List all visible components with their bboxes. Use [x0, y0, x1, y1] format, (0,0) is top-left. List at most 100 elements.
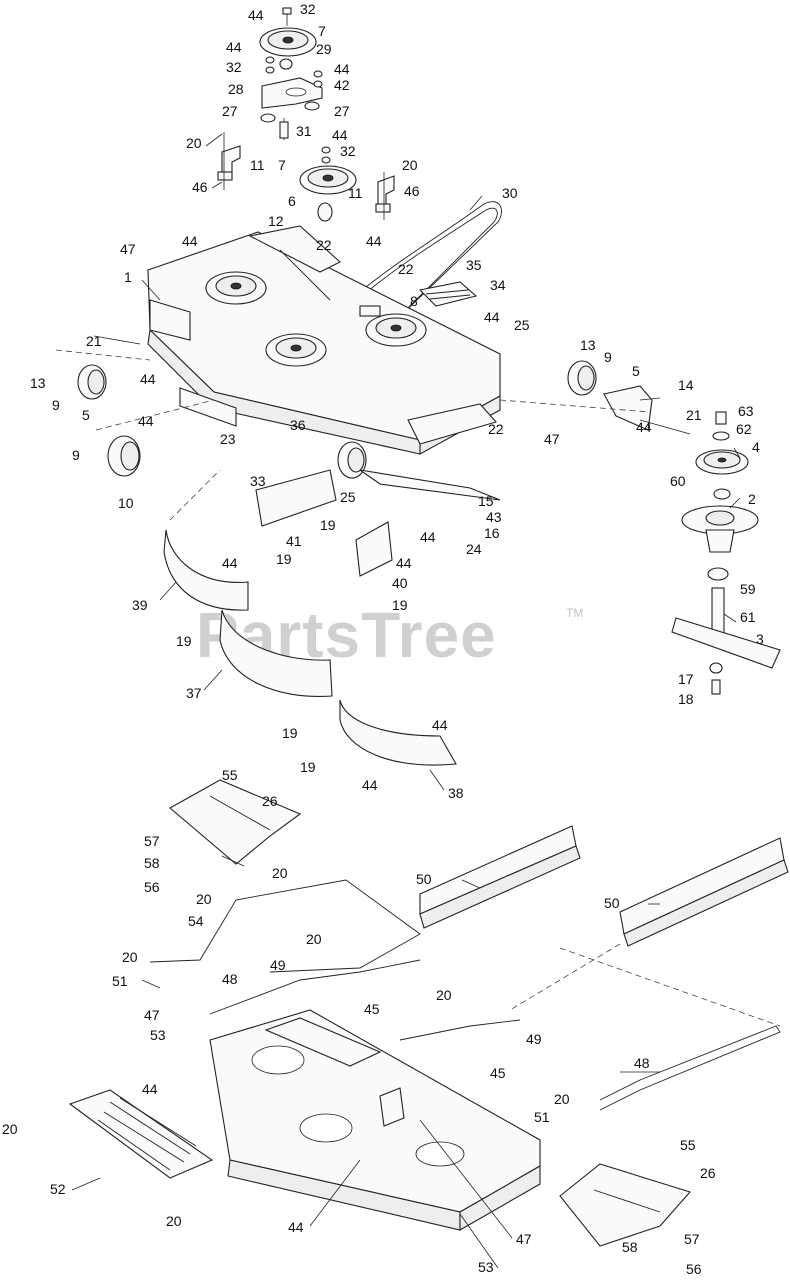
callout: 21: [686, 407, 702, 423]
callout: 44: [334, 61, 350, 77]
callout: 20: [306, 931, 322, 947]
callout: 52: [50, 1181, 66, 1197]
callout: 51: [112, 973, 128, 989]
callout: 44: [366, 233, 382, 249]
callout: 47: [516, 1231, 532, 1247]
callout: 44: [138, 413, 154, 429]
callout: 47: [144, 1007, 160, 1023]
spindle-assembly: [671, 411, 781, 695]
callout: 44: [396, 555, 412, 571]
callout: 35: [466, 257, 482, 273]
callout: 27: [334, 103, 350, 119]
callout: 51: [534, 1109, 550, 1125]
callout: 63: [738, 403, 754, 419]
callout: 48: [634, 1055, 650, 1071]
deck-brackets-and-rollers: [77, 299, 691, 501]
callout: 30: [502, 185, 518, 201]
callout: 29: [316, 41, 332, 57]
callout: 54: [188, 913, 204, 929]
callout: 47: [120, 241, 136, 257]
callout: 61: [740, 609, 756, 625]
callout: 22: [398, 261, 414, 277]
callout: 19: [176, 633, 192, 649]
callout: 22: [488, 421, 504, 437]
callout: 26: [262, 793, 278, 809]
callout: 45: [490, 1065, 506, 1081]
callout-labels: 44 32 7 44 29 32 44 42 28 27 27 31 20 44…: [2, 1, 764, 1277]
callout: 19: [276, 551, 292, 567]
callout: 11: [348, 185, 363, 201]
callout: 44: [362, 777, 378, 793]
callout: 24: [466, 541, 482, 557]
callout: 44: [226, 39, 242, 55]
callout: 41: [286, 533, 302, 549]
callout: 20: [402, 157, 418, 173]
callout: 21: [86, 333, 102, 349]
callout: 5: [632, 363, 640, 379]
callout: 32: [300, 1, 316, 17]
callout: 49: [270, 957, 286, 973]
callout: 20: [554, 1091, 570, 1107]
callout: 9: [72, 447, 80, 463]
callout: 57: [144, 833, 160, 849]
callout: 20: [122, 949, 138, 965]
callout: 46: [192, 179, 208, 195]
callout: 59: [740, 581, 756, 597]
callout: 5: [82, 407, 90, 423]
callout: 15: [478, 493, 494, 509]
callout: 50: [416, 871, 432, 887]
callout: 20: [2, 1121, 18, 1137]
callout: 45: [364, 1001, 380, 1017]
callout: 19: [282, 725, 298, 741]
callout: 49: [526, 1031, 542, 1047]
callout: 20: [436, 987, 452, 1003]
callout: 18: [678, 691, 694, 707]
callout: 57: [684, 1231, 700, 1247]
callout: 58: [622, 1239, 638, 1255]
callout: 7: [318, 23, 326, 39]
callout: 44: [222, 555, 238, 571]
callout: 28: [228, 81, 244, 97]
watermark-trademark: TM: [566, 606, 584, 620]
callout: 44: [420, 529, 436, 545]
callout: 36: [290, 417, 306, 433]
callout: 46: [404, 183, 420, 199]
chute-deflector-left: [169, 779, 302, 865]
callout: 44: [182, 233, 198, 249]
callout: 44: [248, 7, 264, 23]
callout: 60: [670, 473, 686, 489]
callout: 44: [432, 717, 448, 733]
top-pulley-stack: [259, 7, 323, 140]
callout: 11: [250, 157, 265, 173]
callout: 19: [300, 759, 316, 775]
callout: 50: [604, 895, 620, 911]
callout: 6: [288, 193, 296, 209]
callout: 48: [222, 971, 238, 987]
callout: 19: [320, 517, 336, 533]
callout: 3: [756, 631, 764, 647]
callout: 55: [222, 767, 238, 783]
callout: 44: [332, 127, 348, 143]
callout: 27: [222, 103, 238, 119]
callout: 34: [490, 277, 506, 293]
callout: 44: [288, 1219, 304, 1235]
left-deflector-plate: [68, 1089, 214, 1179]
callout: 44: [142, 1081, 158, 1097]
callout: 42: [334, 77, 350, 93]
callout: 7: [278, 157, 286, 173]
callout: 37: [186, 685, 202, 701]
callout: 26: [700, 1165, 716, 1181]
callout: 47: [544, 431, 560, 447]
callout: 53: [150, 1027, 166, 1043]
callout: 20: [272, 865, 288, 881]
leader-lines: [71, 133, 741, 1269]
callout: 25: [514, 317, 530, 333]
callout: 31: [296, 123, 312, 139]
callout: 44: [636, 419, 652, 435]
callout: 13: [580, 337, 596, 353]
callout: 43: [486, 509, 502, 525]
second-idler-stack: [217, 132, 395, 222]
callout: 58: [144, 855, 160, 871]
callout: 39: [132, 597, 148, 613]
